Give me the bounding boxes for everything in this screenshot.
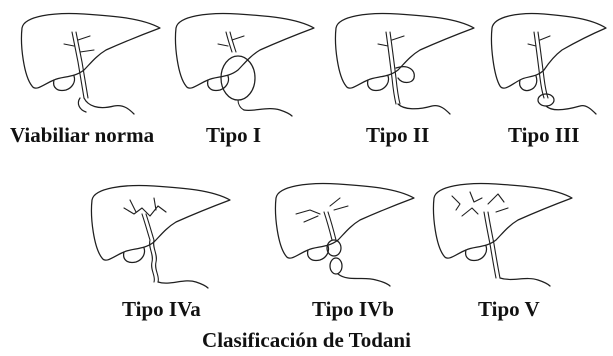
label-tipo-i: Tipo I: [206, 124, 261, 146]
liver-drawing-normal: [14, 6, 164, 116]
panel-tipo-ii: [328, 6, 478, 116]
label-tipo-iii: Tipo III: [508, 124, 579, 146]
liver-drawing-tipo-i: [168, 6, 318, 116]
liver-drawing-tipo-ii: [328, 6, 478, 116]
panel-normal: [14, 6, 164, 116]
liver-drawing-tipo-v: [426, 176, 576, 288]
liver-drawing-tipo-iva: [84, 178, 234, 288]
panel-tipo-v: [426, 176, 576, 288]
label-tipo-ii: Tipo II: [366, 124, 429, 146]
liver-drawing-tipo-ivb: [268, 176, 418, 288]
panel-tipo-iva: [84, 178, 234, 288]
liver-drawing-tipo-iii: [486, 6, 608, 116]
label-normal: Viabiliar norma: [10, 124, 154, 146]
label-tipo-ivb: Tipo IVb: [312, 298, 394, 320]
panel-tipo-ivb: [268, 176, 418, 288]
label-tipo-v: Tipo V: [478, 298, 540, 320]
panel-tipo-iii: [486, 6, 608, 116]
panel-tipo-i: [168, 6, 318, 116]
figure-caption: Clasificación de Todani: [0, 329, 613, 351]
label-tipo-iva: Tipo IVa: [122, 298, 201, 320]
